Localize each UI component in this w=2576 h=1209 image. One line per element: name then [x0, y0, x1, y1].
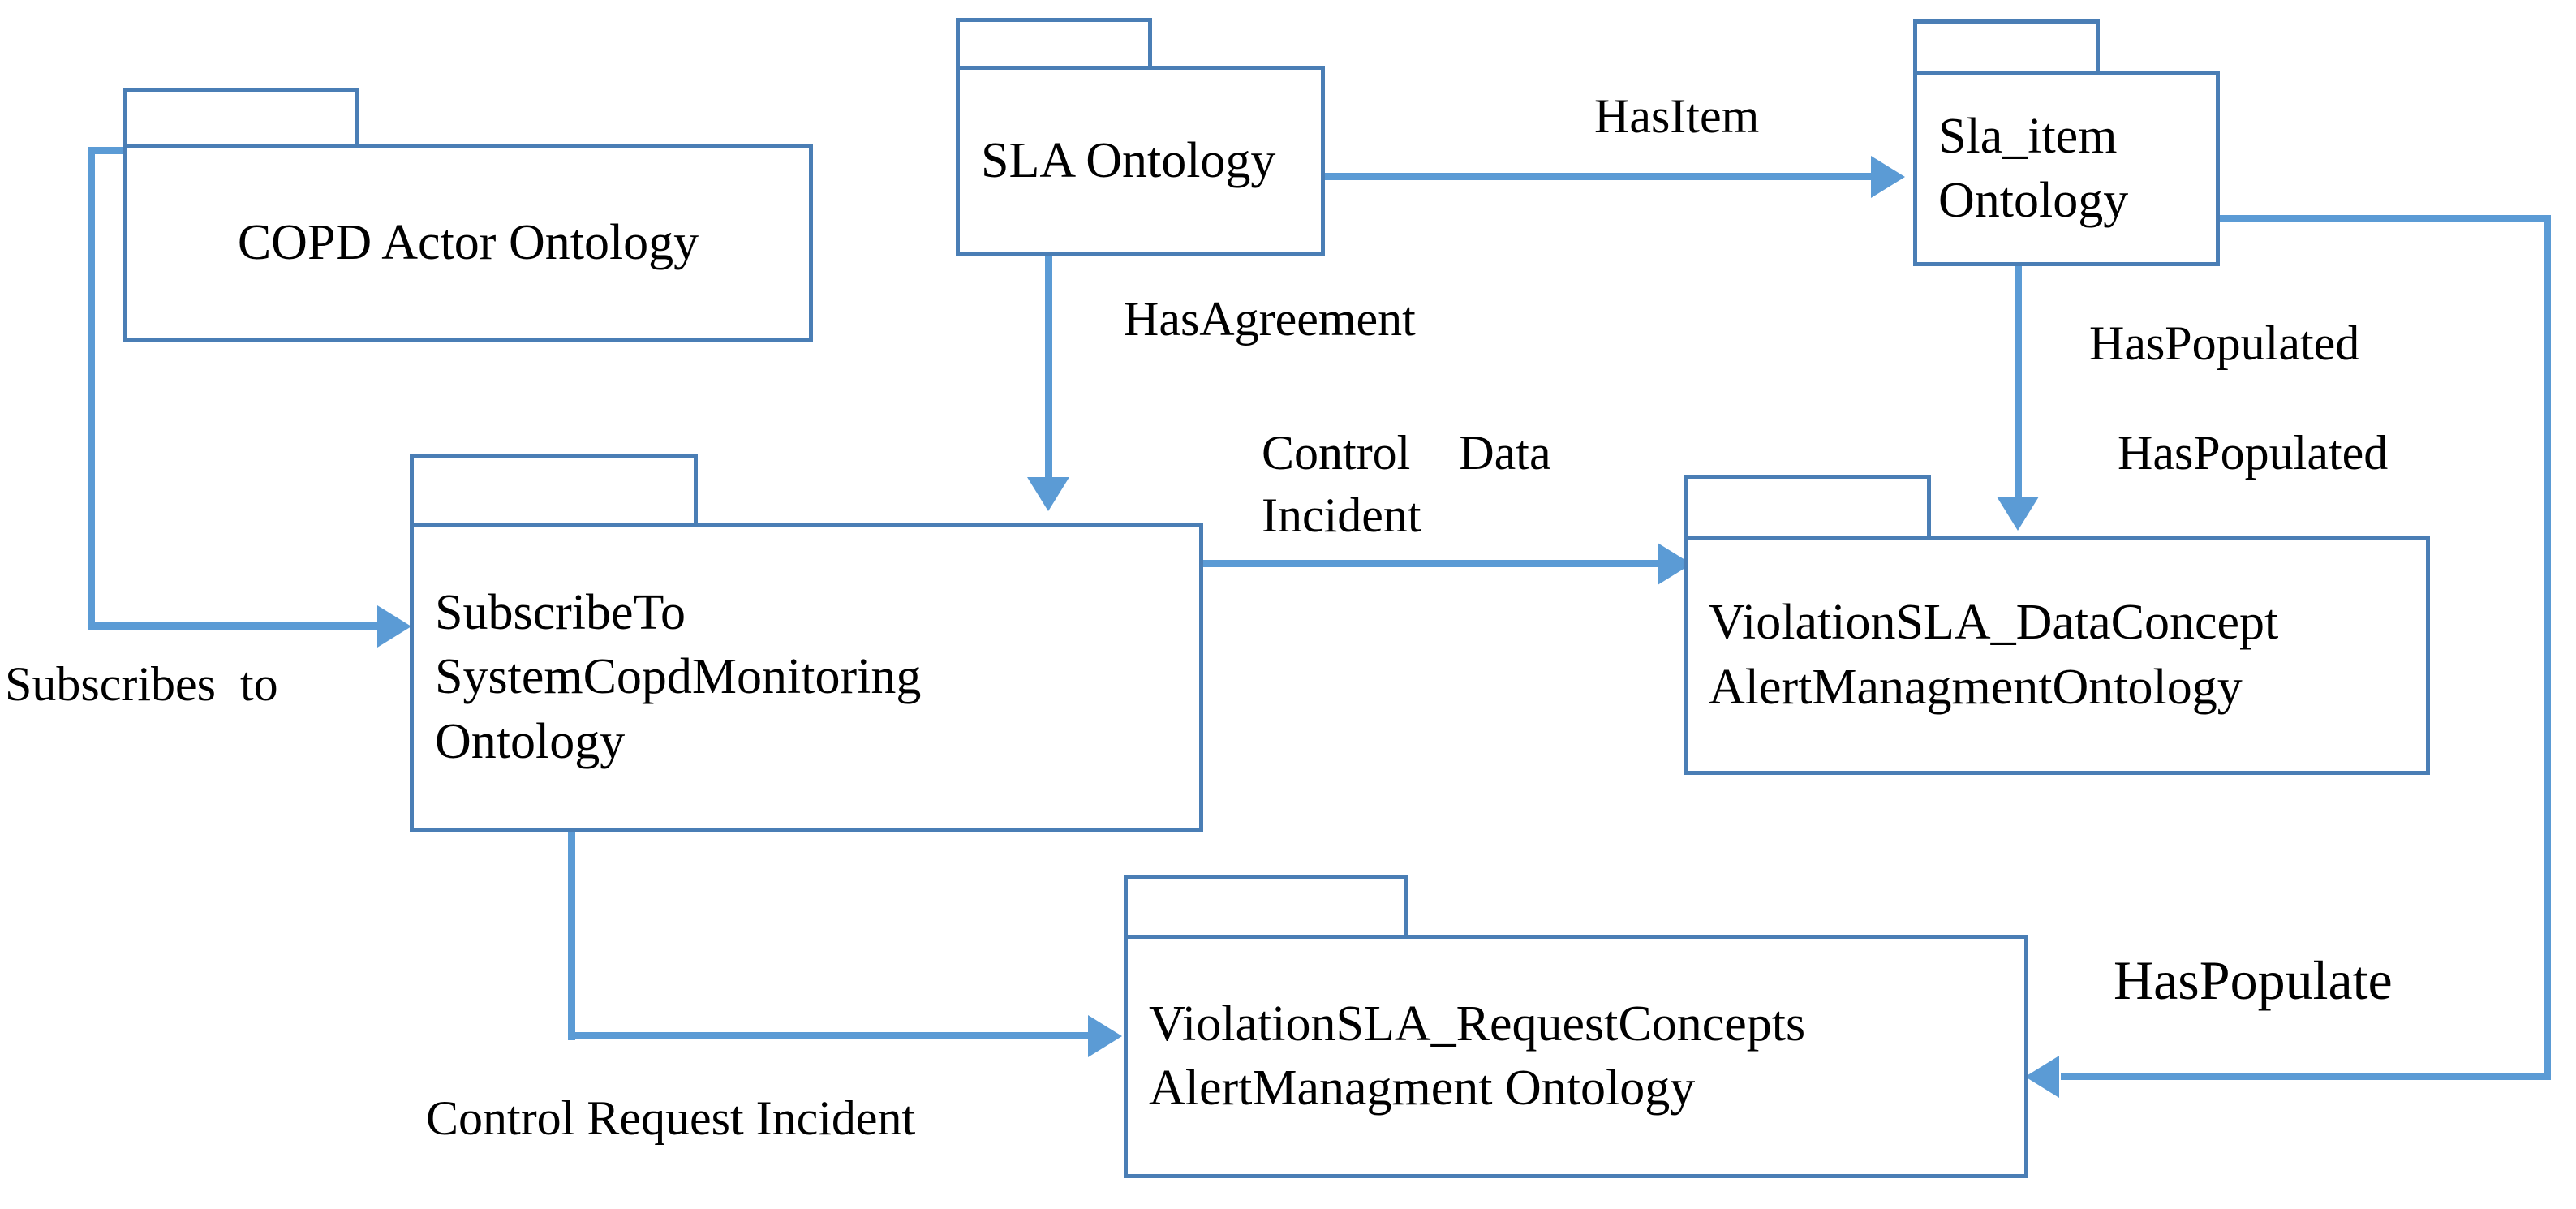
package-tab — [1684, 475, 1931, 540]
connector-subscribes-to-segment-bottom — [88, 622, 384, 630]
connector-has-item-arrowhead — [1871, 156, 1905, 198]
package-tab — [1124, 875, 1408, 940]
package-body: SLA Ontology — [956, 66, 1325, 256]
package-label: Sla_item Ontology — [1938, 108, 2129, 228]
connector-label-subscribes-to: Subscribes to — [5, 657, 278, 711]
connector-control-request-incident-segment-vertical — [568, 829, 575, 1040]
connector-label-has-populate: HasPopulate — [2114, 949, 2393, 1011]
connector-has-populated-segment — [2015, 261, 2022, 505]
connector-has-populate-segment-bottom — [2061, 1073, 2548, 1080]
connector-subscribes-to-segment-vertical — [88, 147, 95, 630]
connector-label-has-populated-1: HasPopulated — [2089, 316, 2360, 370]
package-body: ViolationSLA_RequestConcepts AlertManagm… — [1124, 935, 2028, 1178]
package-body: SubscribeTo SystemCopdMonitoring Ontolog… — [410, 523, 1203, 832]
connector-control-request-incident-segment-horizontal — [568, 1032, 1094, 1039]
package-label: COPD Actor Ontology — [237, 214, 699, 270]
connector-has-populate-segment-vertical — [2544, 215, 2551, 1080]
package-body: ViolationSLA_DataConcept AlertManagmentO… — [1684, 536, 2430, 775]
connector-has-populate-arrowhead — [2025, 1056, 2059, 1098]
package-tab — [410, 454, 698, 527]
package-body: COPD Actor Ontology — [123, 144, 813, 342]
connector-label-has-populated-2: HasPopulated — [2118, 426, 2389, 480]
package-label: SLA Ontology — [981, 132, 1276, 188]
connector-label-control-request-incident: Control Request Incident — [426, 1091, 916, 1145]
connector-label-control-data-incident: Control Data Incident — [1262, 426, 1551, 542]
connector-control-data-incident-segment — [1199, 560, 1673, 567]
package-tab — [956, 18, 1152, 69]
connector-has-item-segment — [1321, 173, 1873, 180]
connector-control-request-incident-arrowhead — [1088, 1015, 1122, 1057]
connector-label-has-item: HasItem — [1594, 89, 1760, 143]
package-label: ViolationSLA_DataConcept AlertManagmentO… — [1709, 595, 2279, 715]
package-tab — [123, 88, 359, 148]
connector-subscribes-to-segment-top — [88, 147, 133, 154]
package-tab — [1913, 19, 2100, 75]
package-body: Sla_item Ontology — [1913, 71, 2220, 266]
package-label: SubscribeTo SystemCopdMonitoring Ontolog… — [435, 584, 922, 769]
connector-subscribes-to-arrowhead — [377, 605, 411, 648]
connector-has-populated-arrowhead — [1997, 497, 2039, 531]
connector-has-agreement-segment — [1045, 252, 1052, 487]
connector-has-populate-segment-top — [2217, 215, 2551, 222]
connector-label-has-agreement: HasAgreement — [1124, 292, 1416, 346]
connector-has-agreement-arrowhead — [1027, 477, 1069, 511]
package-label: ViolationSLA_RequestConcepts AlertManagm… — [1149, 996, 1806, 1116]
